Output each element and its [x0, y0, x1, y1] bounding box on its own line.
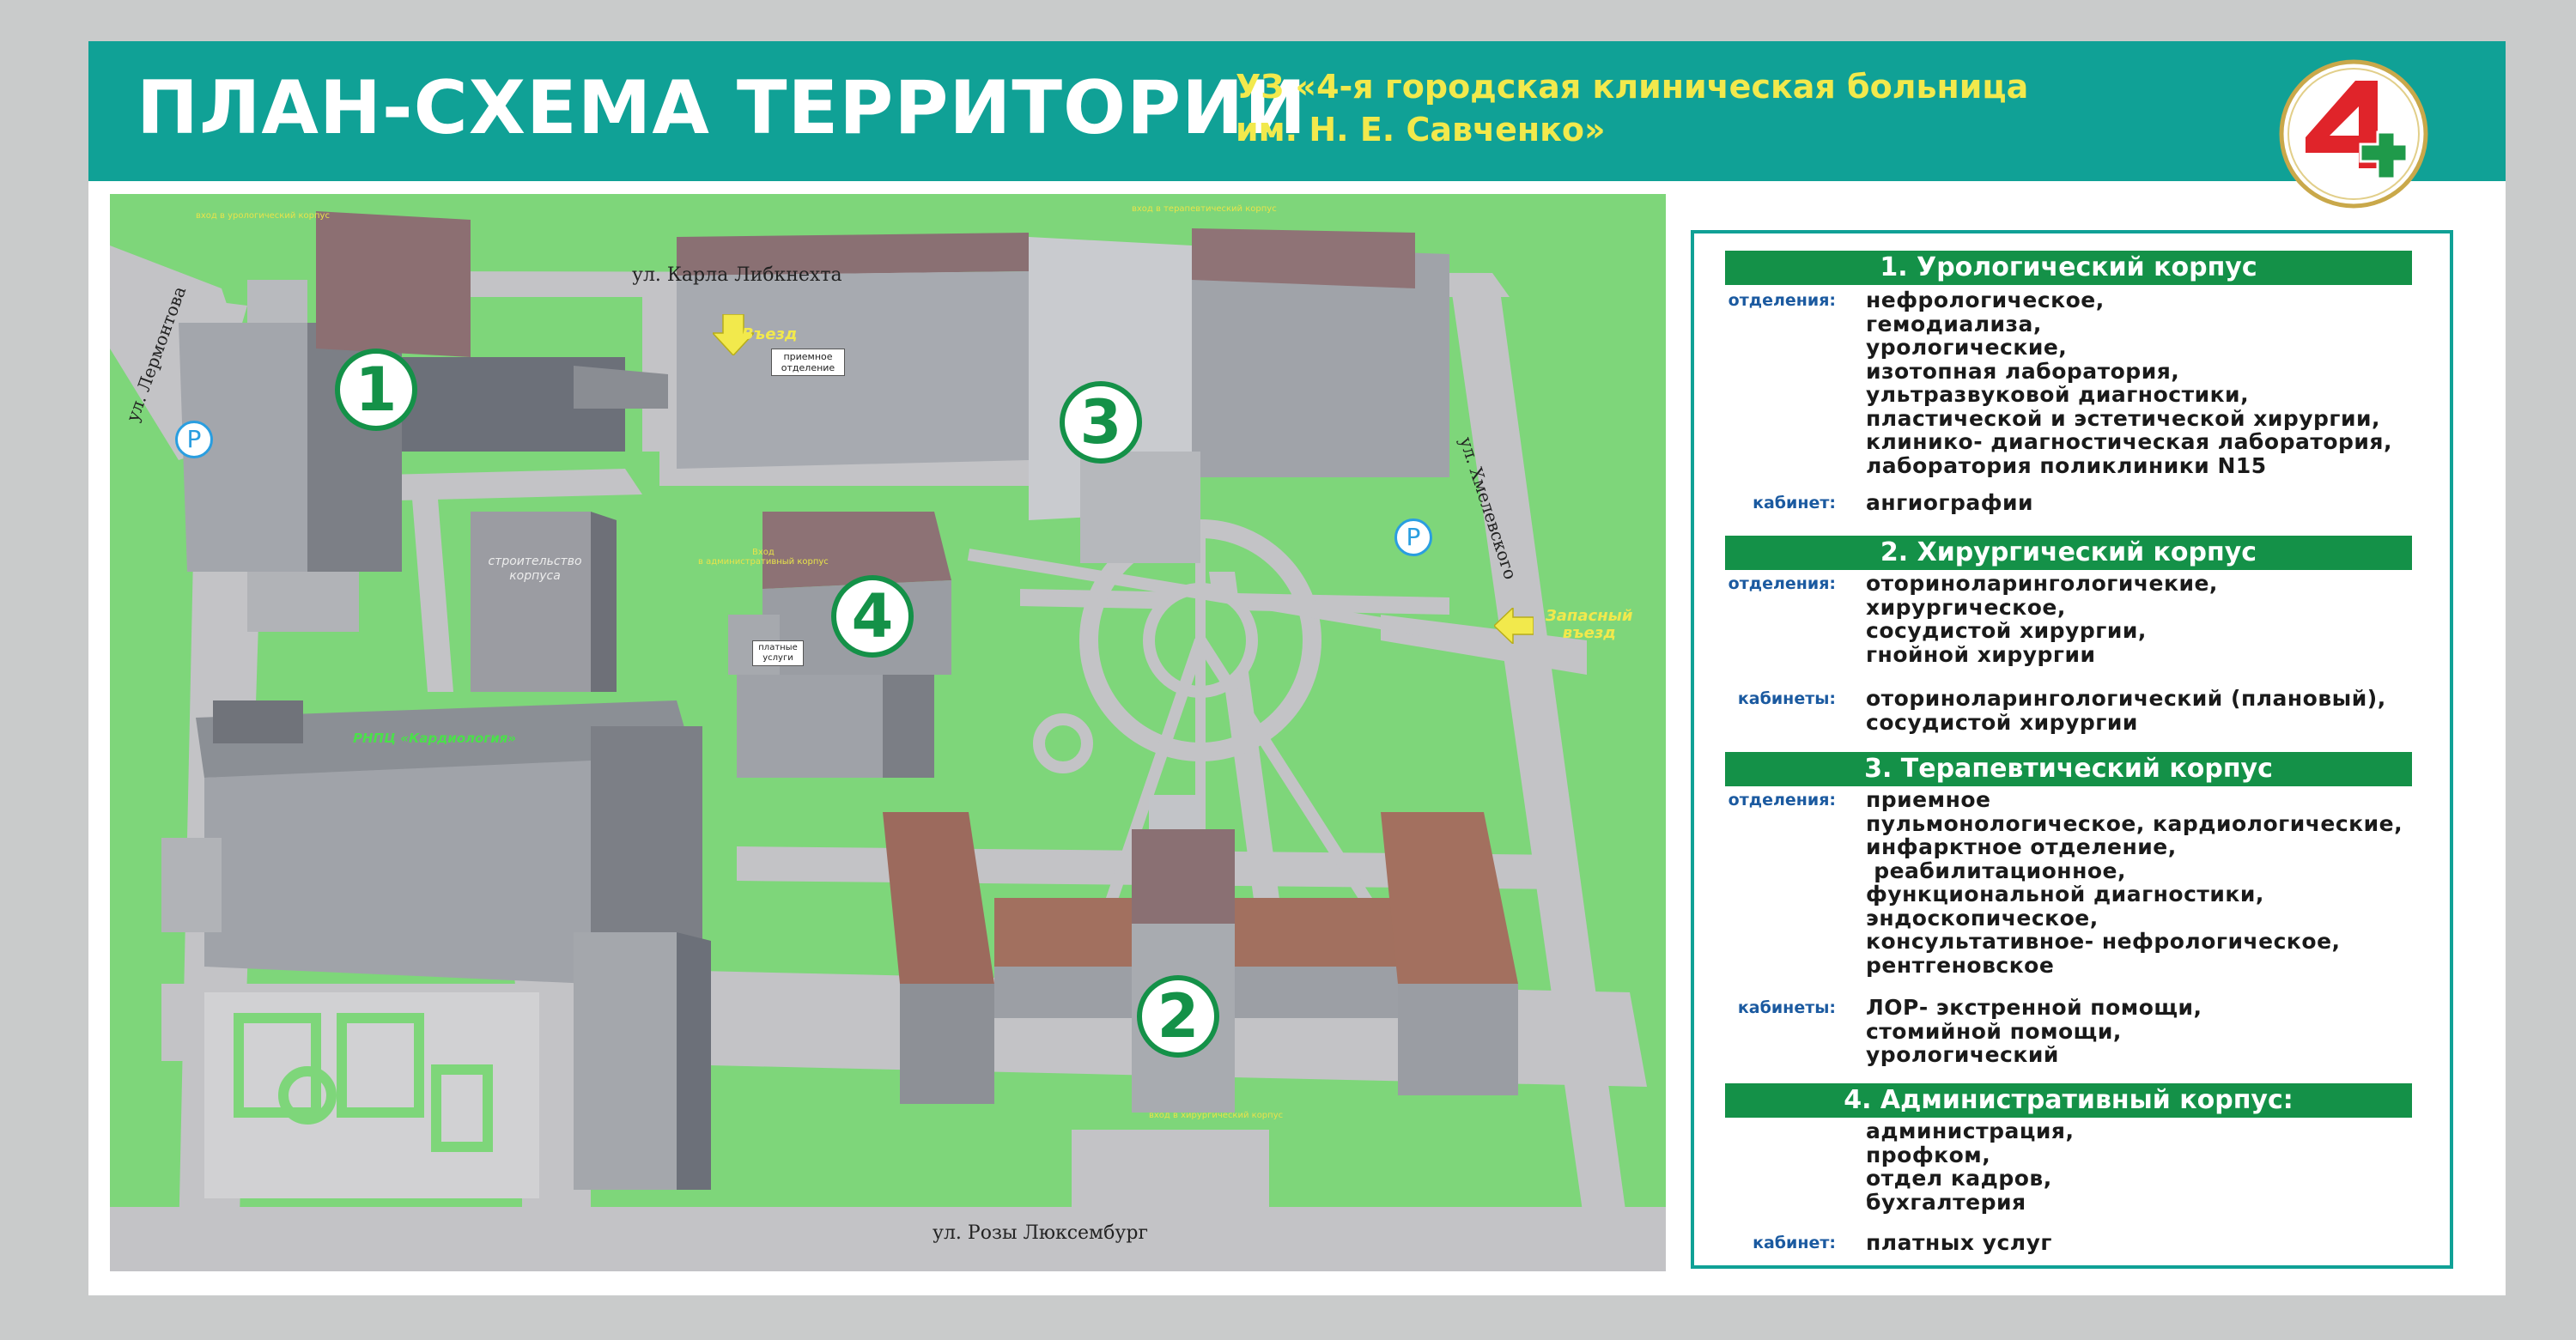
list-item: рентгеновское — [1866, 952, 2055, 978]
construction-label-line-1: строительство — [488, 555, 582, 568]
list-item: ангиографии — [1866, 490, 2034, 515]
list-item: пульмонологическое, кардиологические, — [1866, 810, 2403, 836]
legend-row-items: оториноларингологический (плановый), сос… — [1866, 687, 2450, 734]
list-item: инфарктное отделение, — [1866, 834, 2177, 859]
header-banner: ПЛАН-СХЕМА ТЕРРИТОРИИ УЗ «4-я городская … — [88, 41, 2506, 181]
street-karla-libknekhta: ул. Карла Либкнехта — [632, 264, 842, 286]
legend-panel: 1. Урологический корпус отделения: нефро… — [1691, 230, 2453, 1269]
building-lower-left — [574, 932, 711, 1190]
building-marker-2[interactable]: 2 — [1137, 975, 1219, 1058]
list-item: платных услуг — [1866, 1230, 2052, 1255]
building-marker-4[interactable]: 4 — [831, 575, 914, 658]
plan-board: ПЛАН-СХЕМА ТЕРРИТОРИИ УЗ «4-я городская … — [88, 41, 2506, 1295]
cardio-center-label: РНПЦ «Кардиология» — [352, 731, 517, 746]
list-item: пластической и эстетической хирургии, — [1866, 405, 2381, 431]
list-item: функциональной диагностики, — [1866, 882, 2264, 906]
list-item: урологические, — [1866, 335, 2068, 360]
legend-row-items: оториноларингологичекие, хирургическое, … — [1866, 572, 2450, 666]
list-item: приемное — [1866, 787, 1991, 812]
entry-label: Въезд — [742, 325, 798, 343]
legend-row-label: кабинет: — [1753, 494, 1836, 512]
building-2-surgery[interactable] — [883, 795, 1518, 1113]
entrance-urology-label: вход в урологический корпус — [196, 211, 330, 221]
building-marker-3[interactable]: 3 — [1060, 381, 1142, 464]
building-marker-1[interactable]: 1 — [335, 349, 417, 431]
callout-reception-line-2: отделение — [781, 362, 835, 373]
legend-section-1-title: 1. Урологический корпус — [1725, 251, 2412, 285]
entry-arrow-icon — [713, 314, 754, 355]
street-rozy-lyuksemburg: ул. Розы Люксембург — [933, 1222, 1148, 1244]
list-item: гнойной хирургии — [1866, 641, 2096, 667]
legend-row-label: кабинеты: — [1737, 689, 1836, 708]
legend-row-label: отделения: — [1728, 791, 1836, 809]
list-item: оториноларингологический (плановый), — [1866, 686, 2386, 711]
reserve-entry-label-line-1: Запасный — [1546, 607, 1633, 625]
construction-label: строительство корпуса — [488, 555, 582, 584]
legend-row-items: ЛОР- экстренной помощи, стомийной помощи… — [1866, 996, 2450, 1067]
legend-row-items: платных услуг — [1866, 1231, 2450, 1255]
list-item: отдел кадров, — [1866, 1166, 2052, 1191]
entrance-therapy-label: вход в терапевтический корпус — [1132, 204, 1277, 214]
hospital-name-line-1: УЗ «4-я городская клиническая больница — [1236, 68, 2029, 106]
callout-paid-services-line-1: платные — [758, 643, 798, 652]
entrance-admin-label-line-2: в административный корпус — [698, 557, 829, 567]
legend-row-items: приемное пульмонологическое, кардиологич… — [1866, 788, 2450, 977]
list-item: изотопная лаборатория, — [1866, 358, 2180, 384]
list-item: сосудистой хирургии, — [1866, 618, 2147, 643]
callout-paid-services: платные услуги — [752, 640, 804, 666]
hospital-name: УЗ «4-я городская клиническая больница и… — [1236, 65, 2028, 151]
reserve-entry-label: Запасный въезд — [1546, 608, 1633, 642]
map-graphic — [110, 211, 1666, 1271]
list-item: консультативное- нефрологическое, — [1866, 929, 2341, 954]
entrance-admin-label: Вход в административный корпус — [698, 548, 829, 567]
reserve-entry-arrow-icon — [1494, 608, 1534, 644]
list-item: администрация, — [1866, 1119, 2075, 1143]
legend-row-label: кабинет: — [1753, 1234, 1836, 1252]
list-item: реабилитационное, — [1866, 858, 2126, 883]
list-item: ЛОР- экстренной помощи, — [1866, 995, 2202, 1020]
legend-row-items: администрация, профком, отдел кадров, бу… — [1866, 1119, 2450, 1214]
list-item: лаборатория поликлиники N15 — [1866, 452, 2267, 478]
list-item: бухгалтерия — [1866, 1189, 2026, 1215]
legend-row-label: отделения: — [1728, 574, 1836, 593]
list-item: нефрологическое, — [1866, 288, 2105, 312]
callout-reception: приемное отделение — [771, 349, 845, 376]
hospital-4-cross-logo — [2279, 59, 2428, 209]
parking-icon-west: P — [175, 421, 213, 458]
list-item: гемодиализа, — [1866, 311, 2042, 337]
legend-row-items: ангиографии — [1866, 491, 2450, 515]
list-item: эндоскопическое, — [1866, 905, 2099, 931]
list-item: профком, — [1866, 1142, 1991, 1167]
legend-section-4-title: 4. Административный корпус: — [1725, 1083, 2412, 1118]
parking-icon-east: P — [1394, 518, 1432, 556]
list-item: сосудистой хирургии — [1866, 709, 2138, 735]
legend-row-label: кабинеты: — [1737, 998, 1836, 1017]
construction-building — [471, 512, 617, 692]
legend-row-label: отделения: — [1728, 291, 1836, 310]
callout-reception-line-1: приемное — [783, 351, 833, 362]
legend-section-2-title: 2. Хирургический корпус — [1725, 536, 2412, 570]
reserve-entry-label-line-2: въезд — [1562, 624, 1616, 642]
construction-label-line-2: корпуса — [509, 569, 561, 583]
parking-lot-islands — [234, 1013, 493, 1152]
page-title: ПЛАН-СХЕМА ТЕРРИТОРИИ — [137, 65, 1308, 151]
territory-map: ул. Карла Либкнехта ул. Лермонтова ул. Х… — [110, 194, 1666, 1271]
legend-row-items: нефрологическое, гемодиализа, урологичес… — [1866, 288, 2450, 477]
list-item: хирургическое, — [1866, 594, 2066, 620]
building-1-urology[interactable] — [179, 211, 668, 632]
list-item: оториноларингологичекие, — [1866, 571, 2218, 596]
list-item: клинико- диагностическая лаборатория, — [1866, 429, 2392, 454]
entrance-admin-label-line-1: Вход — [751, 548, 775, 557]
entrance-surgery-label: вход в хирургический корпус — [1149, 1111, 1284, 1120]
list-item: стомийной помощи, — [1866, 1018, 2122, 1044]
list-item: ультразвуковой диагностики, — [1866, 382, 2250, 407]
hospital-name-line-2: им. Н. Е. Савченко» — [1236, 111, 1606, 149]
legend-section-3-title: 3. Терапевтический корпус — [1725, 752, 2412, 786]
list-item: урологический — [1866, 1042, 2059, 1067]
callout-paid-services-line-2: услуги — [762, 653, 793, 663]
